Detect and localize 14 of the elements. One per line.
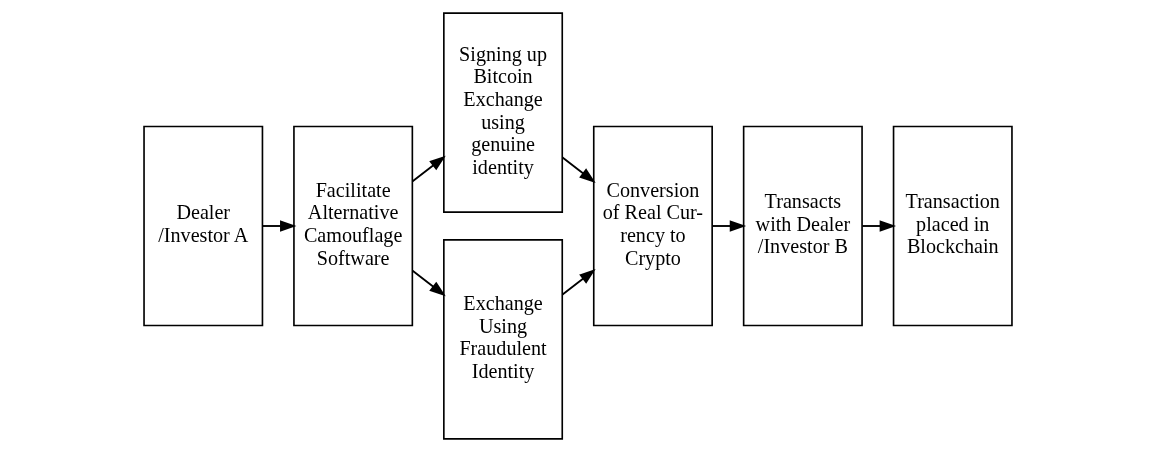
- node-box: Transaction placed in Blockchain: [892, 125, 1013, 327]
- arrow: [861, 220, 897, 232]
- node-box: Exchange Using Fraudulent Identity: [443, 239, 564, 440]
- arrow: [561, 156, 596, 183]
- arrow: [411, 269, 446, 297]
- node-box: Dealer /Investor A: [143, 125, 264, 327]
- arrow: [411, 155, 446, 183]
- arrow: [561, 269, 596, 296]
- node-box: Transacts with Dealer /Investor B: [742, 125, 863, 327]
- arrow: [261, 220, 297, 232]
- node-box: Signing up Bitcoin Exchange using genuine identity: [443, 12, 564, 213]
- arrow: [711, 220, 747, 232]
- node-box: Facilitate Alternative Camouflage Software: [293, 125, 414, 327]
- node-box: Conversion of Real Cur-rency to Crypto: [592, 125, 713, 327]
